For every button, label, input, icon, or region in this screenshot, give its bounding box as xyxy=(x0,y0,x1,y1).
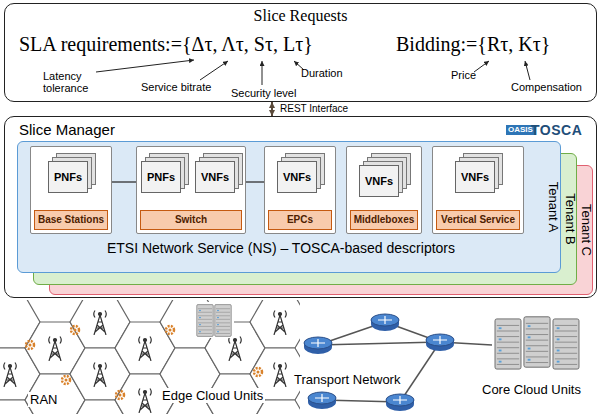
request-panel: Slice RequestsSLA requirements:={Δτ, Λτ,… xyxy=(4,3,597,102)
part-label: Core Cloud Units xyxy=(480,382,583,397)
part-label: Edge Cloud Units xyxy=(160,388,265,403)
function-card: VNFs xyxy=(359,165,399,197)
link-line xyxy=(112,181,136,182)
function-box: VNFsVertical Service xyxy=(432,146,524,234)
tenant-label: Tenant A xyxy=(546,182,561,233)
interface-arrow xyxy=(271,102,273,116)
link-line xyxy=(246,181,264,182)
tenant-label: Tenant C xyxy=(579,204,594,256)
box-label: Vertical Service xyxy=(436,210,520,230)
annotation: Security level xyxy=(231,87,296,99)
annotation: Price xyxy=(451,69,476,81)
box-label: Base Stations xyxy=(34,210,108,230)
tenant-panel: Tenant AETSI Network Service (NS) – TOSC… xyxy=(17,141,561,273)
function-card: PNFs xyxy=(48,161,88,193)
annotation: Compensation xyxy=(511,81,582,93)
edge-cloud-icon xyxy=(194,302,234,338)
caption-text: ETSI Network Service (NS) – TOSCA-based … xyxy=(18,240,544,257)
logo-text: OASIS xyxy=(506,125,535,135)
function-box: PNFs VNFsSwitch xyxy=(136,146,246,234)
cell-towers xyxy=(4,311,287,414)
function-card: VNFs xyxy=(195,161,235,193)
panel-title: Slice Requests xyxy=(254,7,348,25)
formula: Bidding:={Rτ, Kτ} xyxy=(396,33,550,56)
routers xyxy=(304,314,454,411)
function-box: PNFsBase Stations xyxy=(30,146,112,234)
core-cloud-icon xyxy=(495,317,579,369)
annotation: Duration xyxy=(301,67,343,79)
panel-title: Slice Manager xyxy=(19,121,115,138)
function-card: VNFs xyxy=(277,161,317,193)
annotation: Service bitrate xyxy=(141,81,211,93)
ran-cells xyxy=(0,300,300,414)
function-box: VNFsEPCs xyxy=(264,146,336,234)
function-box: VNFsMiddleboxes xyxy=(346,146,422,234)
edge-label: REST Interface xyxy=(278,103,350,115)
tenant-label: Tenant B xyxy=(563,193,578,244)
part-label: RAN xyxy=(28,392,59,407)
transport-links xyxy=(318,322,492,402)
annotation: Latency tolerance xyxy=(43,70,103,94)
logo-text: TOSCA xyxy=(531,122,582,138)
function-card: VNFs xyxy=(455,161,495,193)
function-card: PNFs xyxy=(141,161,181,193)
manager-panel: Slice Manager OASISTOSCA Tenant CTenant BT… xyxy=(4,116,597,298)
box-label: Switch xyxy=(140,210,242,230)
box-label: Middleboxes xyxy=(350,210,418,230)
box-label: EPCs xyxy=(268,210,332,230)
formula: SLA requirements:={Δτ, Λτ, Sτ, Lτ} xyxy=(19,33,313,56)
part-label: Transport Network xyxy=(292,372,402,387)
